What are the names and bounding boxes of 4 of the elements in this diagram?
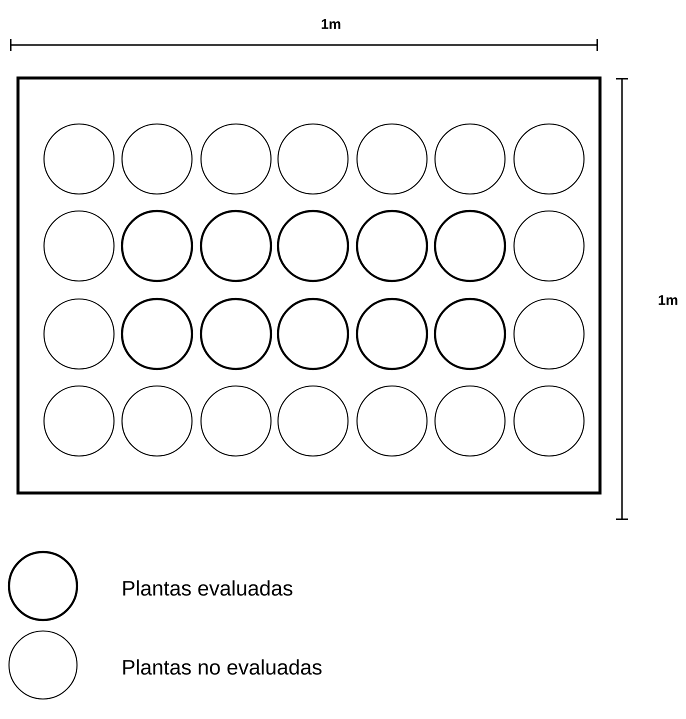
dimension-label: 1m <box>322 19 340 29</box>
legend-text: Plantas no evaluadas <box>123 659 322 675</box>
dimension-label: 1m <box>658 295 678 305</box>
legend-text: Plantas evaluadas <box>123 580 292 596</box>
